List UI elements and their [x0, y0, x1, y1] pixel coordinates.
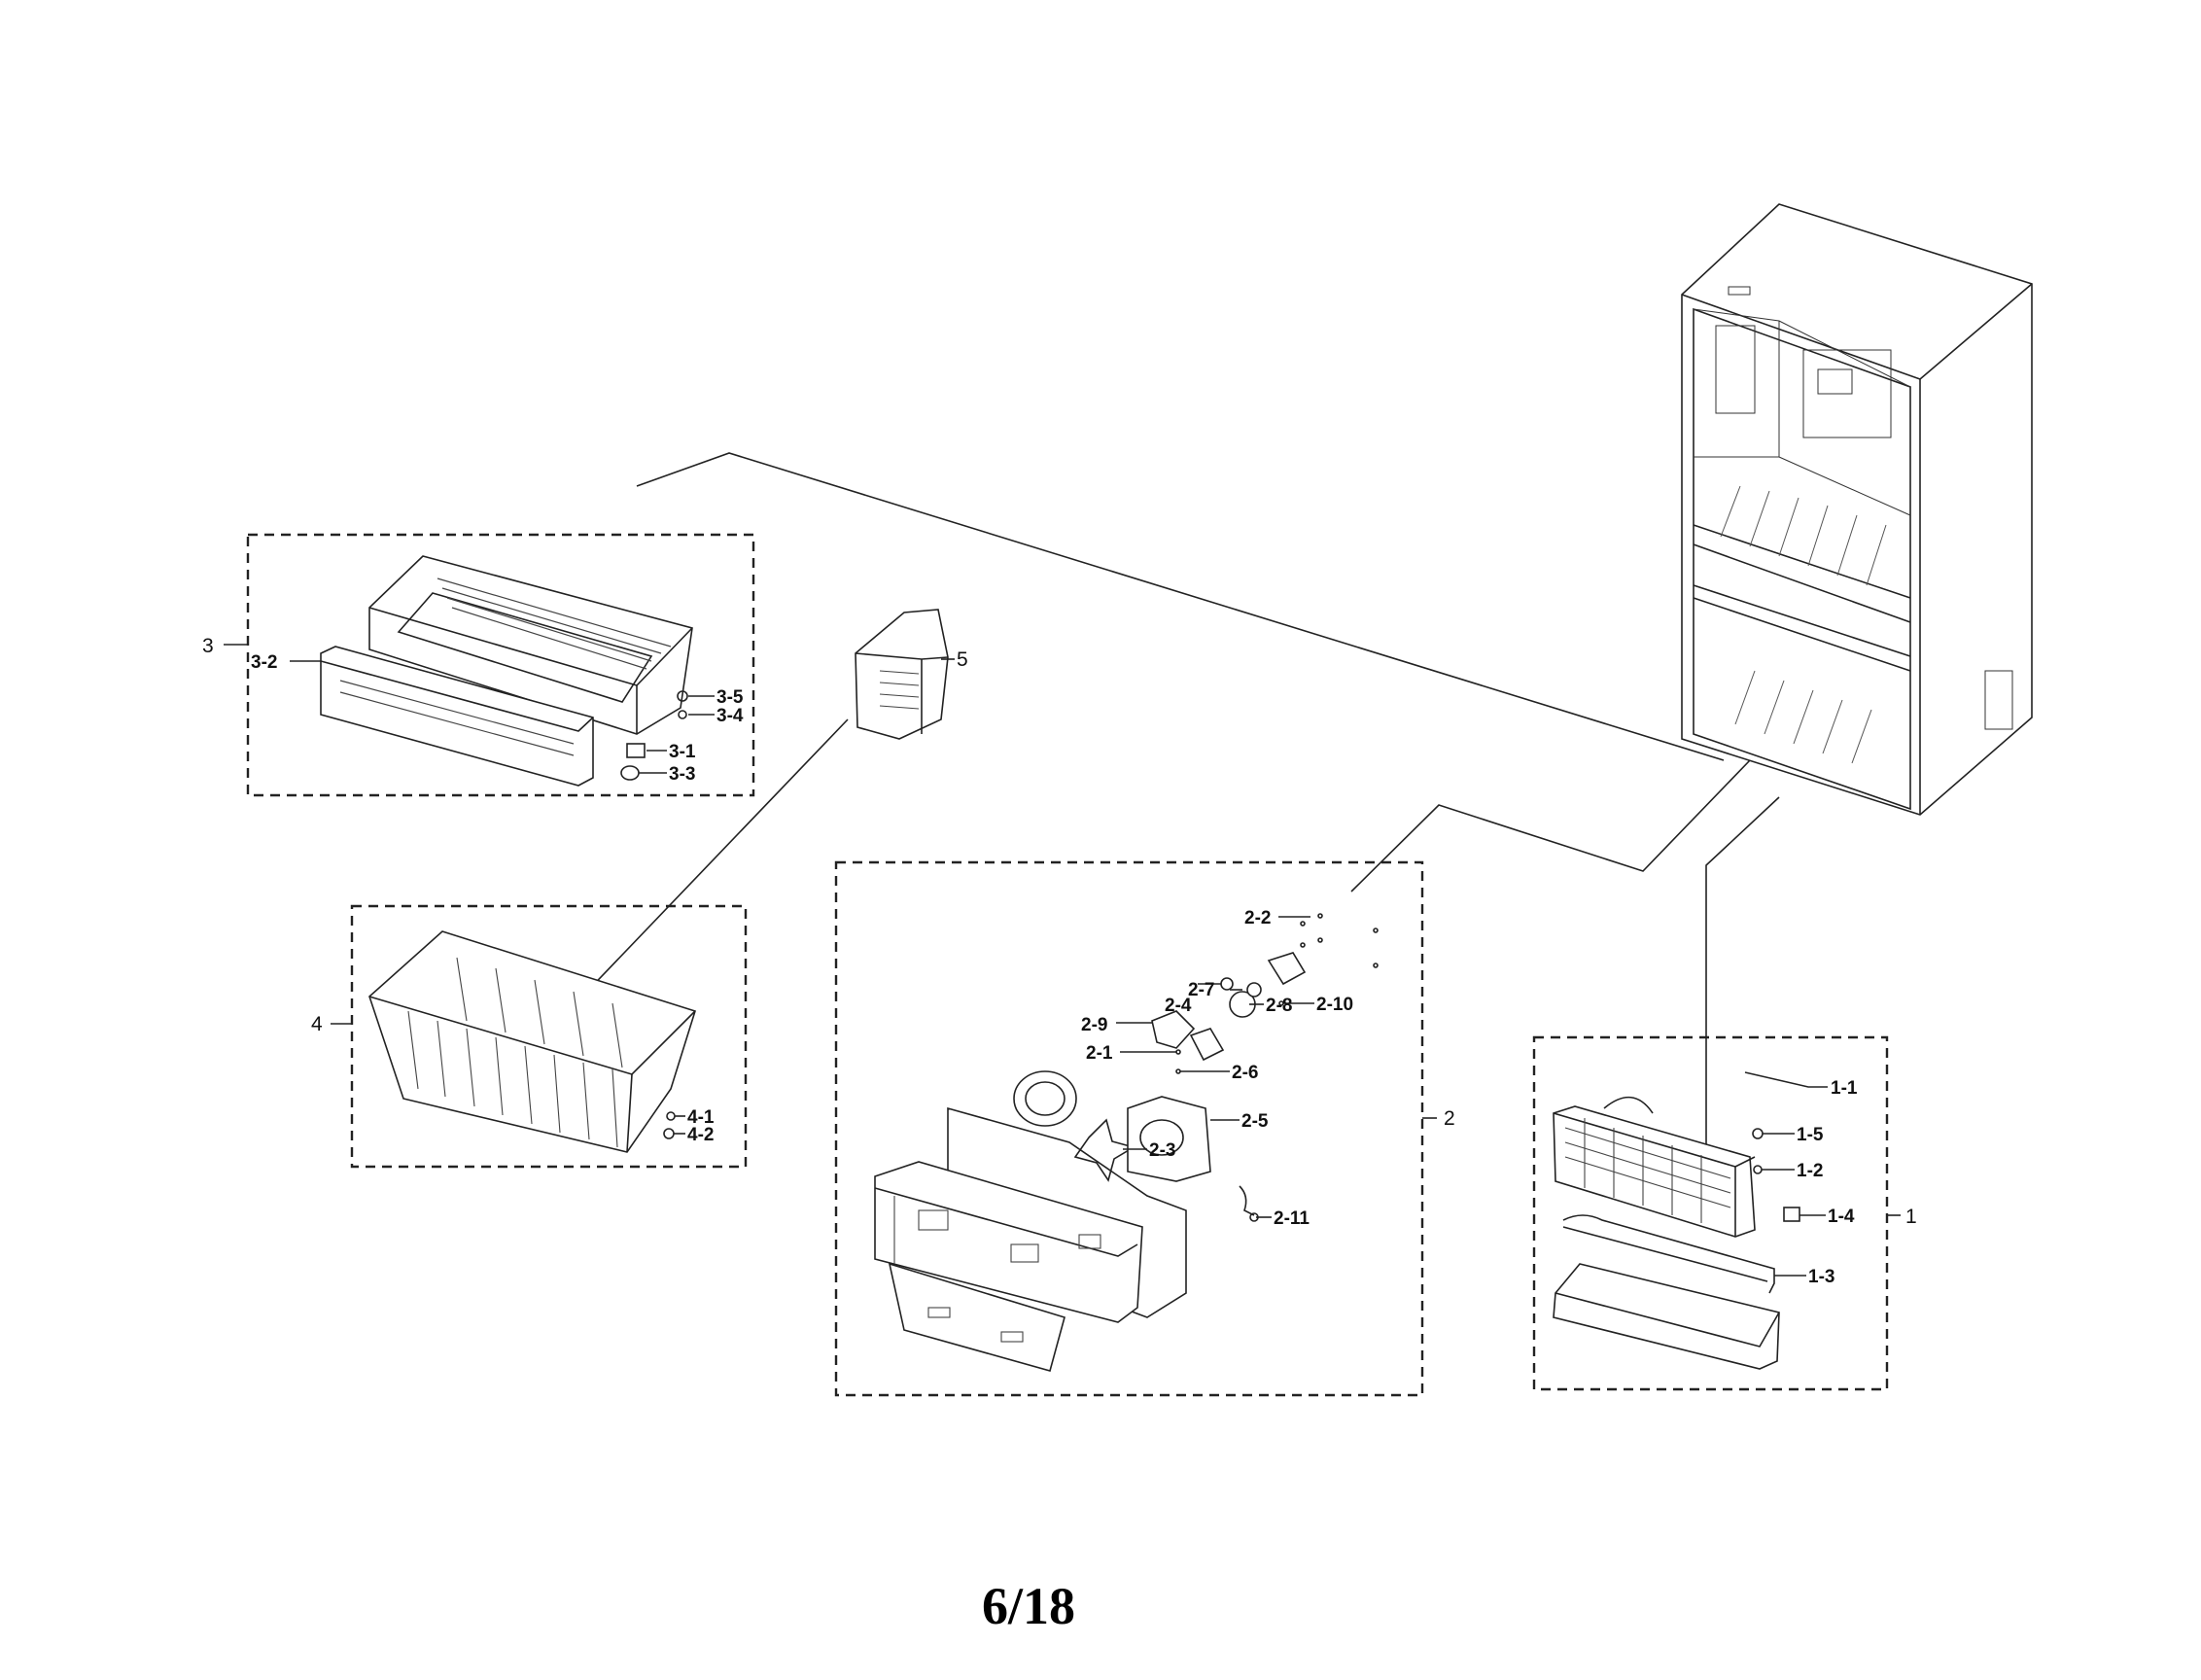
part-label-3-3: 3-3 [669, 764, 695, 785]
part-label-2-6: 2-6 [1232, 1063, 1258, 1083]
part-label-2-7: 2-7 [1188, 980, 1214, 1000]
group-4-box [350, 904, 748, 1169]
group-label-1: 1 [1905, 1206, 1917, 1228]
part-label-4-1: 4-1 [687, 1107, 715, 1128]
part-label-2-11: 2-11 [1274, 1208, 1310, 1229]
part-label-2-8: 2-8 [1266, 996, 1292, 1016]
page-number: 6/18 [982, 1577, 1075, 1635]
part-label-3-5: 3-5 [716, 687, 744, 708]
group-3-box [246, 533, 755, 797]
part-label-1-5: 1-5 [1797, 1125, 1824, 1145]
group-1: 1 1-1 1-5 1-2 1-4 1-3 [1532, 1035, 1917, 1391]
part-label-1-1: 1-1 [1831, 1078, 1858, 1099]
leader-lines [558, 452, 1780, 1196]
part-label-3-2: 3-2 [251, 652, 277, 673]
group-4: 4 4-1 4-2 [311, 904, 748, 1169]
group-label-5: 5 [957, 648, 968, 671]
group-label-3: 3 [202, 635, 214, 657]
part-label-1-4: 1-4 [1828, 1207, 1855, 1227]
group-label-4: 4 [311, 1013, 323, 1035]
group-2-box [834, 860, 1424, 1397]
part-label-3-4: 3-4 [716, 706, 744, 726]
part-label-2-2: 2-2 [1244, 908, 1271, 928]
group-2: 2 2-2 2-7 2-4 2-8 2-10 2-9 2-1 2-6 2-5 2… [834, 860, 1455, 1397]
part-label-1-2: 1-2 [1797, 1161, 1823, 1181]
part-label-2-3: 2-3 [1149, 1140, 1175, 1161]
part-label-3-1: 3-1 [669, 742, 696, 762]
part-label-4-2: 4-2 [687, 1125, 714, 1145]
group-5: 5 [855, 609, 968, 740]
part-label-2-1: 2-1 [1086, 1043, 1113, 1064]
part-label-2-4: 2-4 [1165, 996, 1192, 1016]
group-label-2: 2 [1444, 1107, 1455, 1130]
refrigerator-cabinet [1681, 203, 2033, 816]
part-label-2-5: 2-5 [1241, 1111, 1269, 1132]
part-label-2-10: 2-10 [1316, 995, 1353, 1015]
group-1-box [1532, 1035, 1889, 1391]
group-3: 3 3-2 3-5 3-4 3-1 3-3 [202, 533, 755, 797]
part-label-1-3: 1-3 [1808, 1267, 1834, 1287]
part-label-2-9: 2-9 [1081, 1015, 1107, 1035]
